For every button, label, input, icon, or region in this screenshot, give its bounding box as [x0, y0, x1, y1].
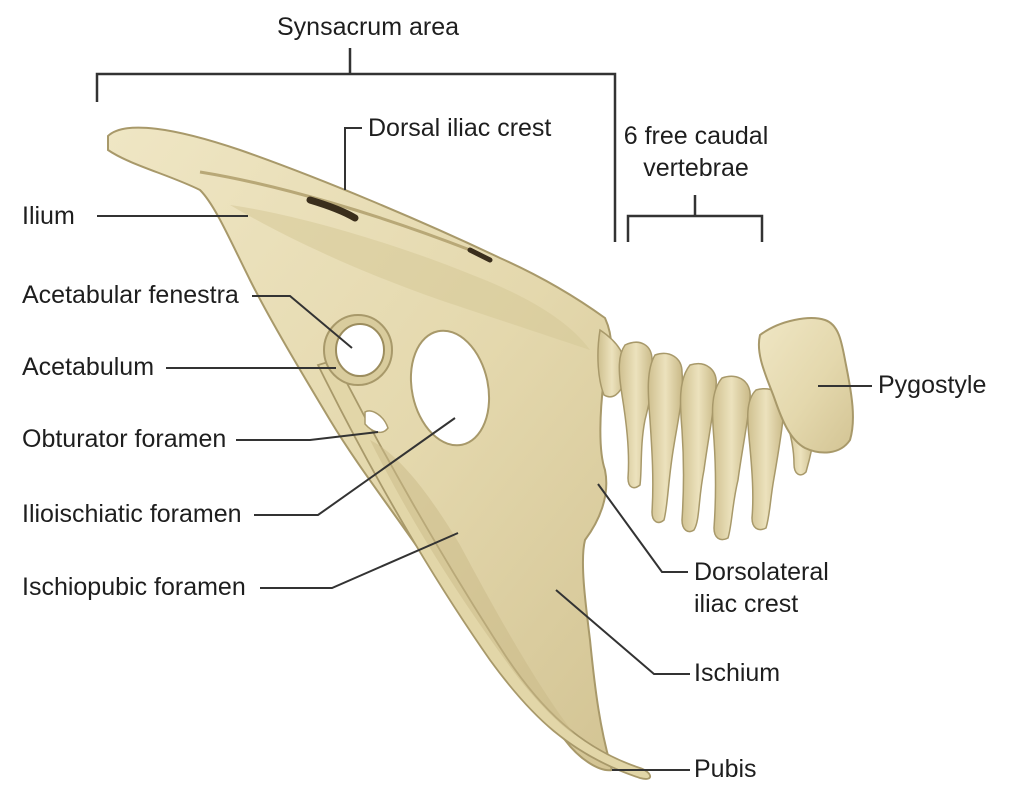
label-pubis: Pubis	[694, 757, 757, 782]
label-dorsolateral-line2: iliac crest	[694, 592, 798, 617]
label-acetabulum: Acetabulum	[22, 355, 154, 380]
label-synsacrum-area: Synsacrum area	[277, 15, 459, 40]
label-ischiopubic-foramen: Ischiopubic foramen	[22, 575, 246, 600]
label-ilium: Ilium	[22, 204, 75, 229]
label-free-caudal-line1: 6 free caudal	[608, 124, 784, 149]
label-dorsal-iliac-crest: Dorsal iliac crest	[368, 116, 551, 141]
label-acetabular-fenestra: Acetabular fenestra	[22, 283, 239, 308]
caudal-bracket	[628, 195, 762, 242]
acetabulum	[324, 315, 392, 385]
label-dorsolateral-line1: Dorsolateral	[694, 560, 829, 585]
label-free-caudal-line2: vertebrae	[608, 156, 784, 181]
leader-dorsal-iliac-crest	[345, 128, 362, 190]
label-ilioischiatic-foramen: Ilioischiatic foramen	[22, 502, 242, 527]
leader-dorsolateral-iliac-crest	[598, 484, 688, 572]
label-pygostyle: Pygostyle	[878, 373, 986, 398]
label-obturator-foramen: Obturator foramen	[22, 427, 226, 452]
label-ischium: Ischium	[694, 661, 780, 686]
